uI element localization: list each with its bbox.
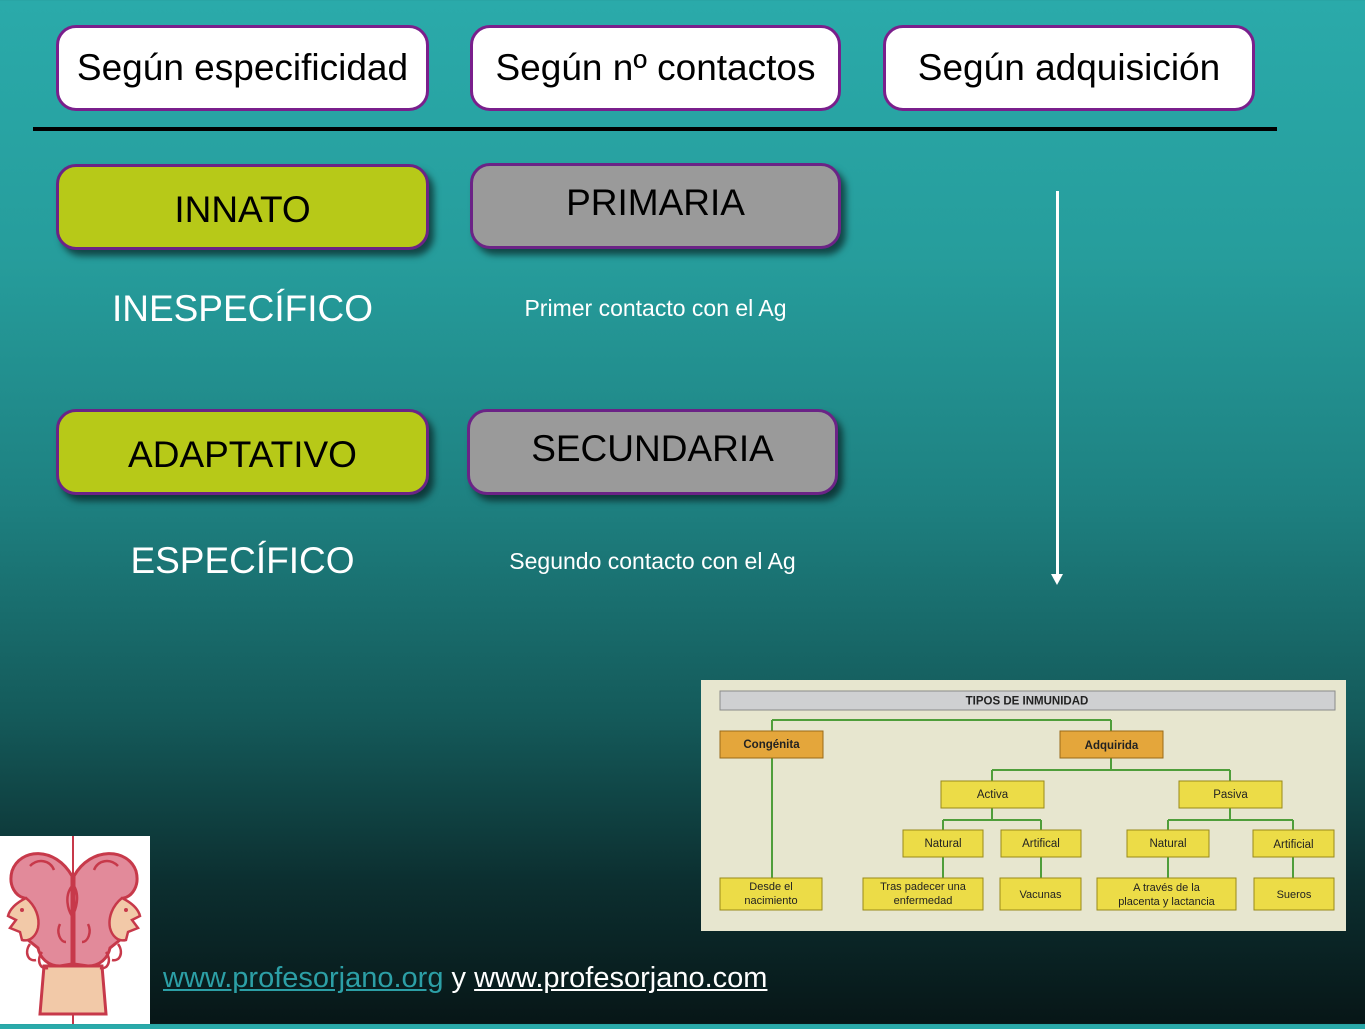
secundaria-label: SECUNDARIA xyxy=(531,428,774,469)
adaptativo-box: ADAPTATIVO xyxy=(56,409,429,495)
down-arrow-line xyxy=(1056,191,1059,576)
header-divider xyxy=(33,127,1277,131)
inset-title-bar xyxy=(719,690,1336,711)
secundaria-description: Segundo contacto con el Ag xyxy=(509,548,796,574)
desde-line2: nacimiento xyxy=(744,895,797,907)
profesorjano-org-link[interactable]: www.profesorjano.org xyxy=(163,962,444,994)
innato-box: INNATO xyxy=(56,164,429,250)
artificial-box xyxy=(1252,829,1335,858)
header-adquisicion: Según adquisición xyxy=(883,25,1255,111)
a-traves-line2: placenta y lactancia xyxy=(1118,896,1215,908)
primaria-description: Primer contacto con el Ag xyxy=(524,295,787,321)
header-contactos-label: Según nº contactos xyxy=(495,47,816,88)
janus-logo xyxy=(0,836,150,1024)
adquirida-box xyxy=(1059,730,1164,759)
header-especificidad-label: Según especificidad xyxy=(76,47,409,88)
desde-line1: Desde el xyxy=(749,881,792,893)
header-especificidad: Según especificidad xyxy=(56,25,429,111)
natural-activa-label: Natural xyxy=(924,838,961,850)
congenita-label: Congénita xyxy=(743,739,800,751)
adquirida-label: Adquirida xyxy=(1085,740,1139,752)
pasiva-label: Pasiva xyxy=(1213,789,1248,801)
sueros-label: Sueros xyxy=(1277,889,1312,901)
profesorjano-com-link[interactable]: www.profesorjano.com xyxy=(474,962,768,994)
sueros-box xyxy=(1253,877,1335,911)
janus-head-icon xyxy=(6,836,142,1024)
a-traves-line1: A través de la xyxy=(1133,882,1201,894)
secundaria-box: SECUNDARIA xyxy=(467,409,838,495)
artificial-label: Artificial xyxy=(1273,839,1313,851)
tras-line2: enfermedad xyxy=(894,895,953,907)
primaria-label: PRIMARIA xyxy=(566,182,745,223)
footer-connector: y xyxy=(443,962,475,994)
activa-label: Activa xyxy=(977,789,1009,801)
natural-pasiva-label: Natural xyxy=(1149,838,1186,850)
tras-line1: Tras padecer una xyxy=(880,881,967,893)
desde-nacimiento-box xyxy=(719,877,823,911)
activa-box xyxy=(940,780,1045,809)
down-arrow-icon xyxy=(1051,574,1063,585)
vacunas-box xyxy=(999,877,1082,911)
innato-label: INNATO xyxy=(174,189,311,230)
adaptativo-label: ADAPTATIVO xyxy=(128,434,357,475)
inespecifico-label: INESPECÍFICO xyxy=(111,288,374,329)
vacunas-label: Vacunas xyxy=(1020,889,1062,901)
inset-title: TIPOS DE INMUNIDAD xyxy=(966,696,1089,708)
footer: www.profesorjano.org y www.profesorjano.… xyxy=(163,962,767,995)
especifico-label: ESPECÍFICO xyxy=(130,540,355,581)
pasiva-box xyxy=(1178,780,1283,809)
primaria-box: PRIMARIA xyxy=(470,163,841,249)
artifical-label: Artifical xyxy=(1022,838,1060,850)
header-adquisicion-label: Según adquisición xyxy=(917,47,1221,88)
tipos-inmunidad-diagram: TIPOS DE INMUNIDAD Congénita xyxy=(701,680,1346,931)
header-contactos: Según nº contactos xyxy=(470,25,841,111)
inset-connectors xyxy=(771,719,1294,878)
tras-padecer-box xyxy=(862,877,984,911)
artifical-box xyxy=(1000,829,1082,858)
congenita-box xyxy=(719,730,824,759)
a-traves-box xyxy=(1096,877,1237,911)
natural-pasiva-box xyxy=(1126,829,1210,858)
natural-activa-box xyxy=(902,829,984,858)
